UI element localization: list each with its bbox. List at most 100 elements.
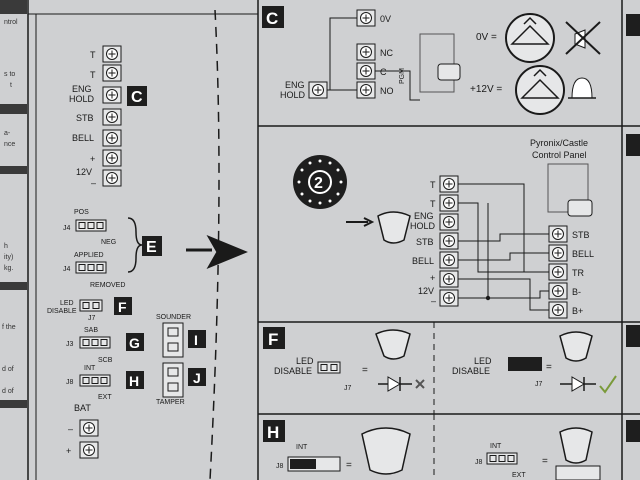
- fold-divider: [209, 9, 220, 480]
- pgm-nc: NC: [380, 48, 393, 58]
- e-12v: 12V: [418, 286, 434, 296]
- f-right-led: LED: [474, 356, 492, 366]
- bat-minus: –: [68, 424, 73, 434]
- state-0v-label: 0V =: [476, 32, 497, 43]
- j4-bottom-id: J4: [63, 266, 71, 273]
- keypad-icon: [437, 63, 461, 81]
- h-left-eq: =: [346, 460, 352, 471]
- j4-top-id: J4: [63, 225, 71, 232]
- badge-c-panel: [262, 6, 284, 28]
- j4-top-label: POS: [74, 209, 89, 216]
- badge-i: [188, 330, 206, 348]
- terminal-label-12v: 12V: [76, 167, 92, 177]
- badge-f-left: [114, 297, 132, 315]
- badge-c-left: [127, 86, 147, 106]
- state-12v-label: +12V =: [470, 84, 502, 95]
- wiring: [458, 183, 549, 311]
- small-arrow-icon: [346, 217, 375, 227]
- step-2-seal: [293, 155, 347, 209]
- fragment-9: d of: [2, 366, 14, 373]
- check-icon: [599, 375, 617, 394]
- fragment-10: d of: [2, 388, 14, 395]
- pgm-0v: 0V: [380, 14, 391, 24]
- badge-h-panel: [263, 420, 285, 442]
- badge-g-left-text: G: [129, 335, 140, 351]
- control-keypad-icon: [567, 199, 593, 217]
- fragment-4: nce: [4, 141, 15, 148]
- badge-e-left-text: E: [146, 239, 157, 256]
- j3-sub: SCB: [98, 357, 113, 364]
- badge-c-left-text: C: [131, 89, 143, 106]
- e-r-tr: TR: [572, 268, 584, 278]
- h-right-eq: =: [542, 456, 548, 467]
- e-r-bplus: B+: [572, 306, 583, 316]
- badge-j: [188, 368, 206, 386]
- e-bell: BELL: [412, 256, 434, 266]
- badge-f-panel: [263, 327, 285, 349]
- j8-sub: EXT: [98, 394, 112, 401]
- badge-i-text: I: [194, 332, 198, 348]
- panel-e-right-terminals: STB BELL TR B- B+: [548, 225, 594, 319]
- badge-c-panel-text: C: [266, 9, 278, 28]
- f-left-led: LED: [296, 356, 314, 366]
- h-right-j8: J8: [475, 459, 483, 466]
- fragment-1: s to: [4, 71, 15, 78]
- detector-led-off-icon: [375, 329, 411, 360]
- badge-f-left-text: F: [118, 299, 127, 315]
- terminal-label-hold: HOLD: [69, 94, 95, 104]
- badge-h-left-text: H: [129, 373, 139, 389]
- f-right-jumper-on: [508, 357, 542, 371]
- terminal-label-t2: T: [90, 70, 96, 80]
- j4-bottom-label: APPLIED: [74, 252, 104, 259]
- f-left-disable: DISABLE: [274, 366, 312, 376]
- e-plus: +: [430, 273, 435, 283]
- led-off-icon: [378, 376, 425, 392]
- step-number: 2: [314, 175, 323, 192]
- badge-f-panel-text: F: [268, 330, 278, 349]
- e-hold: HOLD: [410, 221, 436, 231]
- sensor-12v-icon: [515, 65, 565, 115]
- bat-label: BAT: [74, 403, 91, 413]
- panel-e-left-terminals: T T ENG HOLD STB BELL + 12V –: [410, 175, 459, 307]
- e-minus: –: [431, 296, 436, 306]
- badge-e-left: [142, 236, 162, 256]
- panel-title-1: Pyronix/Castle: [530, 138, 588, 148]
- h-right-ext: EXT: [512, 472, 526, 479]
- pgm-c: C: [380, 67, 387, 77]
- badge-j-text: J: [193, 370, 201, 386]
- fragment-8: f the: [2, 324, 16, 331]
- c-eng: ENG: [285, 80, 305, 90]
- e-t1: T: [430, 180, 436, 190]
- fragment-5: h: [4, 243, 8, 250]
- f-right-eq: =: [546, 362, 552, 373]
- ext-sounder-icon: [555, 465, 601, 480]
- f-right-disable: DISABLE: [452, 366, 490, 376]
- e-r-bell: BELL: [572, 249, 594, 259]
- e-t2: T: [430, 199, 436, 209]
- f-left-j7: J7: [344, 385, 352, 392]
- h-right-int: INT: [490, 443, 502, 450]
- fragment-7: kg.: [4, 265, 13, 272]
- terminal-label-minus: –: [91, 178, 96, 188]
- bell-icon: [568, 77, 596, 99]
- e-stb: STB: [416, 237, 434, 247]
- terminal-label-eng: ENG: [72, 84, 92, 94]
- f-left-eq: =: [362, 365, 368, 376]
- e-r-stb: STB: [572, 230, 590, 240]
- tamper-label: TAMPER: [156, 399, 185, 406]
- pgm-panel-outline: [419, 33, 455, 93]
- f-right-j7: J7: [535, 381, 543, 388]
- terminal-label-bell: BELL: [72, 133, 94, 143]
- arrow-icon: [186, 234, 248, 270]
- bat-plus: +: [66, 446, 71, 456]
- c-hold: HOLD: [280, 90, 306, 100]
- badge-h-left: [126, 371, 144, 389]
- no-sound-icon: [565, 21, 601, 55]
- fragment-6: ity): [4, 254, 13, 261]
- h-left-int: INT: [296, 444, 308, 451]
- disable-label-left: DISABLE: [47, 308, 77, 315]
- j4-top-sub: NEG: [101, 239, 116, 246]
- badge-g-left: [126, 333, 144, 351]
